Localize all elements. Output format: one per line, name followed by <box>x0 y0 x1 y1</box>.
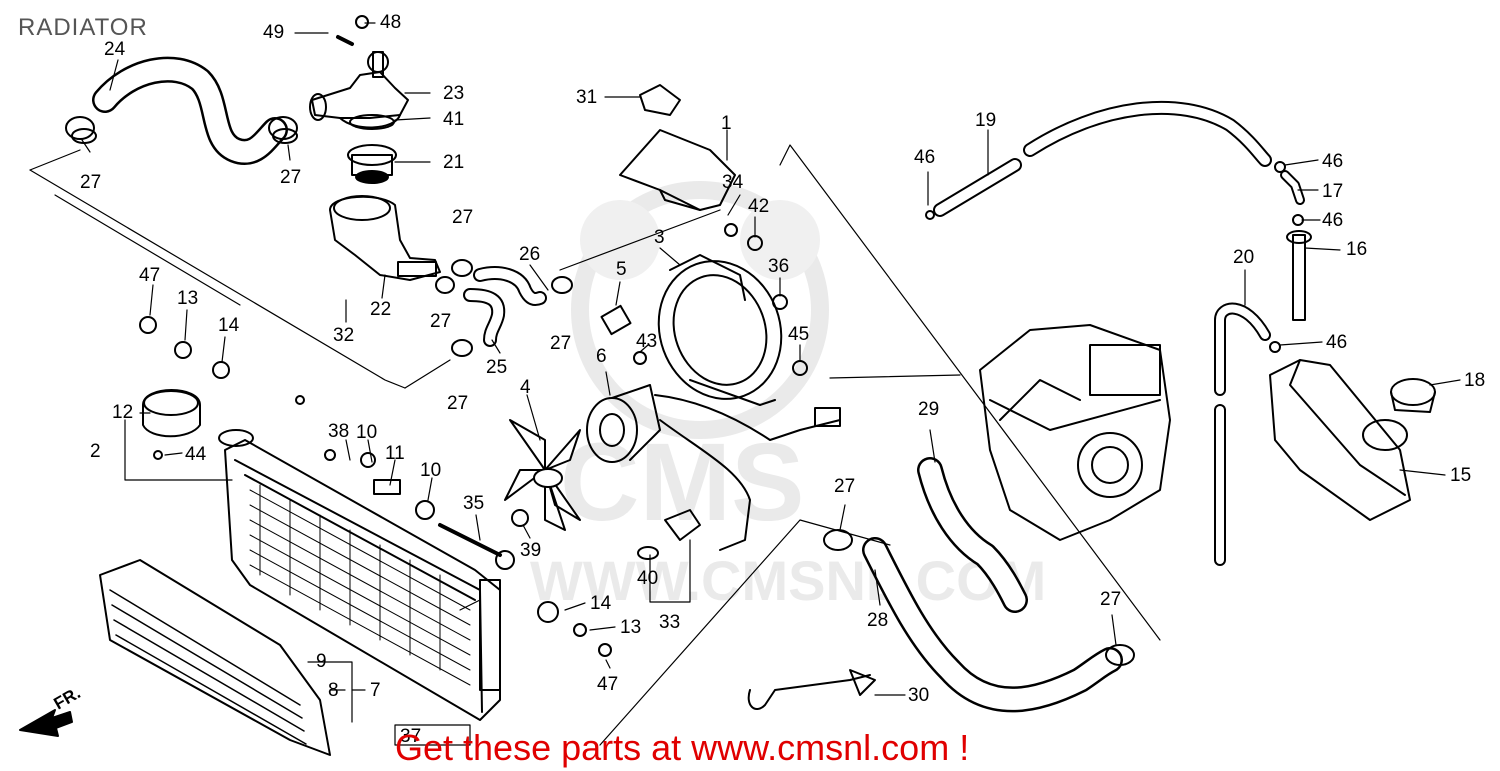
radiator <box>218 429 501 721</box>
part-callout-6[interactable]: 6 <box>596 346 607 367</box>
part-callout-10[interactable]: 10 <box>420 460 442 481</box>
front-direction-arrow <box>19 709 73 737</box>
leader-lines <box>81 22 1461 723</box>
o-ring <box>349 114 395 130</box>
part-callout-47[interactable]: 47 <box>597 674 619 695</box>
part-callout-21[interactable]: 21 <box>443 152 465 173</box>
part-callout-18[interactable]: 18 <box>1464 370 1486 391</box>
part-callout-27[interactable]: 27 <box>834 476 856 497</box>
part-callout-43[interactable]: 43 <box>636 331 658 352</box>
part-callout-44[interactable]: 44 <box>185 444 207 465</box>
part-callout-38[interactable]: 38 <box>328 421 350 442</box>
part-callout-29[interactable]: 29 <box>918 399 940 420</box>
part-callout-33[interactable]: 33 <box>659 612 681 633</box>
part-callout-23[interactable]: 23 <box>443 83 465 104</box>
part-callout-45[interactable]: 45 <box>788 324 810 345</box>
part-callout-10[interactable]: 10 <box>356 422 378 443</box>
part-callout-22[interactable]: 22 <box>370 299 392 320</box>
part-callout-3[interactable]: 3 <box>654 227 665 248</box>
reserve-tank-cap <box>1390 378 1436 413</box>
cooling-fan <box>504 419 581 531</box>
part-callout-27[interactable]: 27 <box>447 393 469 414</box>
part-callout-2[interactable]: 2 <box>90 441 101 462</box>
part-callout-15[interactable]: 15 <box>1450 465 1472 486</box>
part-callout-27[interactable]: 27 <box>80 172 102 193</box>
relay-cover <box>639 84 681 116</box>
part-callout-49[interactable]: 49 <box>263 22 285 43</box>
siphon-hose <box>933 100 1272 217</box>
filler-neck-tube <box>1286 230 1312 321</box>
part-callout-46[interactable]: 46 <box>1322 210 1344 231</box>
upper-radiator-hose <box>92 56 288 165</box>
part-callout-13[interactable]: 13 <box>620 617 642 638</box>
part-callout-16[interactable]: 16 <box>1346 239 1368 260</box>
promo-banner-link[interactable]: Get these parts at www.cmsnl.com ! <box>395 727 970 768</box>
part-callout-13[interactable]: 13 <box>177 288 199 309</box>
part-callout-5[interactable]: 5 <box>616 259 627 280</box>
part-callout-31[interactable]: 31 <box>576 87 598 108</box>
radiator-grille <box>99 559 331 756</box>
part-callout-35[interactable]: 35 <box>463 493 485 514</box>
part-callout-30[interactable]: 30 <box>908 685 930 706</box>
fan-motor <box>586 384 841 551</box>
part-callout-46[interactable]: 46 <box>914 147 936 168</box>
part-callout-27[interactable]: 27 <box>550 333 572 354</box>
wire-band <box>747 669 876 710</box>
bypass-hose <box>463 266 547 347</box>
part-callout-37[interactable]: 37 <box>400 726 422 747</box>
part-callout-12[interactable]: 12 <box>112 402 134 423</box>
hose-clamps <box>435 259 1135 666</box>
part-callout-36[interactable]: 36 <box>768 256 790 277</box>
part-callout-47[interactable]: 47 <box>139 265 161 286</box>
part-callout-39[interactable]: 39 <box>520 540 542 561</box>
part-callout-9[interactable]: 9 <box>316 651 327 672</box>
engine-block <box>979 324 1171 541</box>
fan-shroud <box>657 254 783 406</box>
part-callout-26[interactable]: 26 <box>519 244 541 265</box>
reserve-tank <box>1269 359 1411 521</box>
part-callout-28[interactable]: 28 <box>867 610 889 631</box>
part-callout-46[interactable]: 46 <box>1326 332 1348 353</box>
part-callout-17[interactable]: 17 <box>1322 181 1344 202</box>
part-callout-24[interactable]: 24 <box>104 39 126 60</box>
part-callout-14[interactable]: 14 <box>590 593 612 614</box>
part-callout-42[interactable]: 42 <box>748 196 770 217</box>
watermark-logo-text: CMS <box>560 421 804 544</box>
part-callout-4[interactable]: 4 <box>520 377 531 398</box>
part-callout-8[interactable]: 8 <box>328 680 339 701</box>
watermark-url-text: WWW.CMSNL.COM <box>530 549 1046 612</box>
part-callout-11[interactable]: 11 <box>385 443 405 464</box>
radiator-cap <box>142 389 201 438</box>
thermo-switch <box>637 509 701 560</box>
part-callout-34[interactable]: 34 <box>722 172 744 193</box>
front-direction-label: FR. <box>51 683 84 713</box>
water-pipe <box>917 457 1028 613</box>
thermostat-cover <box>309 51 409 129</box>
group-frame-lines <box>29 144 1161 746</box>
part-callout-41[interactable]: 41 <box>443 109 465 130</box>
part-callout-32[interactable]: 32 <box>333 325 355 346</box>
part-callout-27[interactable]: 27 <box>280 167 302 188</box>
part-callout-25[interactable]: 25 <box>486 357 508 378</box>
thermostat <box>347 144 397 184</box>
part-callout-46[interactable]: 46 <box>1322 151 1344 172</box>
part-callout-14[interactable]: 14 <box>218 315 240 336</box>
lower-radiator-hose <box>862 537 1123 713</box>
joint-pipe <box>1280 170 1305 205</box>
part-callout-27[interactable]: 27 <box>1100 589 1122 610</box>
part-callout-48[interactable]: 48 <box>380 12 402 33</box>
part-callout-19[interactable]: 19 <box>975 110 997 131</box>
part-callout-40[interactable]: 40 <box>637 568 659 589</box>
fan-bracket <box>619 129 736 211</box>
reserve-tank-tube <box>1214 302 1271 566</box>
thermostat-housing <box>329 195 441 281</box>
cms-watermark: CMS WWW.CMSNL.COM <box>530 181 1046 612</box>
part-callout-27[interactable]: 27 <box>430 311 452 332</box>
part-callout-20[interactable]: 20 <box>1233 247 1255 268</box>
page-title: RADIATOR <box>18 14 148 41</box>
part-callout-27[interactable]: 27 <box>452 207 474 228</box>
part-callout-7[interactable]: 7 <box>370 680 381 701</box>
part-callout-1[interactable]: 1 <box>721 113 732 134</box>
